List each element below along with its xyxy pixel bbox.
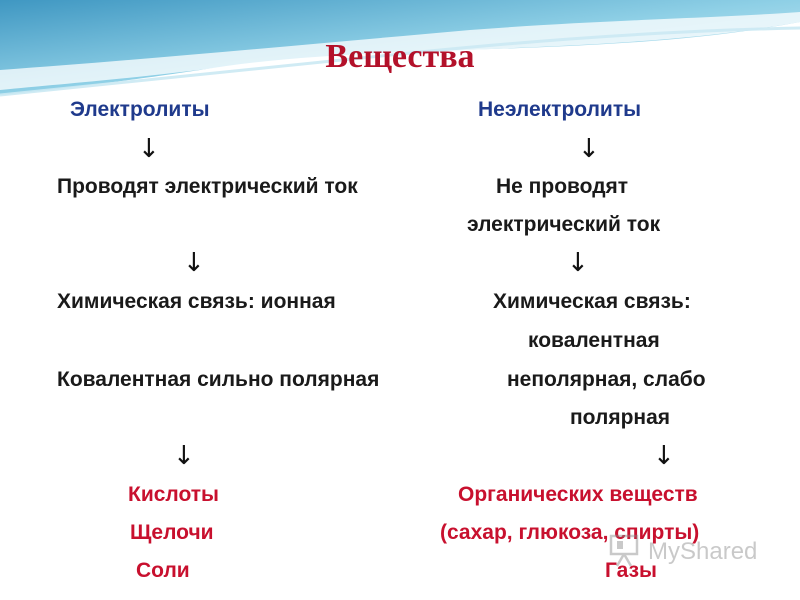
right-bond-line2: ковалентная bbox=[528, 329, 660, 352]
header-wave-decoration bbox=[0, 0, 800, 97]
arrow-down-icon: ↓ bbox=[578, 134, 600, 164]
left-example-salts: Соли bbox=[136, 559, 190, 582]
right-example-gases: Газы bbox=[605, 559, 657, 582]
right-example-organic: Органических веществ bbox=[458, 483, 698, 506]
left-example-acids: Кислоты bbox=[128, 483, 219, 506]
arrow-down-icon: ↓ bbox=[183, 248, 205, 278]
watermark: MyShared bbox=[608, 532, 768, 572]
left-example-alkalis: Щелочи bbox=[130, 521, 214, 544]
right-bond-line4: полярная bbox=[570, 406, 671, 429]
left-bond-line2: Ковалентная сильно полярная bbox=[57, 368, 380, 391]
left-bond-line1: Химическая связь: ионная bbox=[57, 290, 336, 313]
right-conductivity-line1: Не проводят bbox=[496, 175, 629, 198]
right-bond-line3: неполярная, слабо bbox=[507, 368, 706, 391]
right-heading: Неэлектролиты bbox=[478, 98, 642, 121]
arrow-down-icon: ↓ bbox=[567, 248, 589, 278]
left-heading: Электролиты bbox=[70, 98, 210, 121]
arrow-down-icon: ↓ bbox=[653, 441, 675, 471]
arrow-down-icon: ↓ bbox=[138, 134, 160, 164]
right-conductivity-line2: электрический ток bbox=[467, 213, 661, 236]
slide-title: Вещества bbox=[325, 38, 475, 75]
left-conductivity: Проводят электрический ток bbox=[57, 175, 358, 198]
watermark-text: MyShared bbox=[648, 538, 758, 565]
arrow-down-icon: ↓ bbox=[173, 441, 195, 471]
presentation-board-icon bbox=[609, 534, 639, 567]
right-example-list: (сахар, глюкоза, спирты) bbox=[440, 521, 700, 544]
right-bond-line1: Химическая связь: bbox=[493, 290, 691, 313]
